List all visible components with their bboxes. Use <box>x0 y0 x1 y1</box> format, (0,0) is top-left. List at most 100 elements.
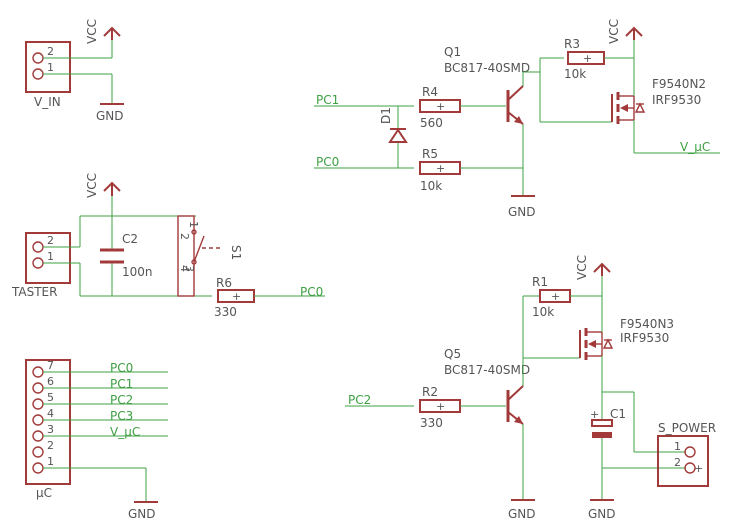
r1-value: 10k <box>532 305 554 319</box>
resistor-r2: + R2 330 <box>419 385 461 430</box>
uc-net-pc3: PC3 <box>110 409 133 423</box>
taster-label: TASTER <box>11 285 57 299</box>
r3-value: 10k <box>564 67 586 81</box>
r6-value: 330 <box>214 305 237 319</box>
gnd-label: GND <box>588 507 616 521</box>
uc-net-pc0: PC0 <box>110 361 133 375</box>
v-in-label: V_IN <box>34 95 61 109</box>
s1-label: S1 <box>229 245 243 260</box>
r5-value: 10k <box>420 179 442 193</box>
gnd-label: GND <box>508 507 536 521</box>
gnd-symbol: GND <box>96 103 124 123</box>
q5-type: BC817-40SMD <box>444 363 530 377</box>
resistor-r3: + R3 10k <box>564 37 605 81</box>
vcc-label: VCC <box>607 19 621 44</box>
uc-net-v-uc: V_µC <box>110 425 140 439</box>
uc-pin-3: 3 <box>47 423 54 436</box>
mosfet-top-label: F9540N2 <box>652 77 706 91</box>
uc-pin-6: 6 <box>47 375 54 388</box>
r4-label: R4 <box>422 85 438 99</box>
r4-value: 560 <box>420 116 443 130</box>
vcc-symbol: VCC <box>85 19 121 44</box>
d1-label: D1 <box>379 107 393 124</box>
r6-label: R6 <box>216 276 232 290</box>
vcc-symbol: VCC <box>607 19 643 44</box>
uc-pin-4: 4 <box>47 407 54 420</box>
r2-label: R2 <box>422 385 438 399</box>
resistor-r4: + R4 560 <box>419 85 461 130</box>
capacitor-c1: + C1 <box>590 407 626 438</box>
taster-pin-2: 2 <box>47 234 54 247</box>
gnd-symbol: GND <box>508 195 536 219</box>
mosfet-f9540n2: F9540N2 IRF9530 <box>611 77 706 124</box>
r1-plus: + <box>551 290 560 303</box>
taster-connector: 2 1 TASTER <box>11 232 71 299</box>
uc-net-pc1: PC1 <box>110 377 133 391</box>
transistor-q5: Q5 BC817-40SMD <box>444 347 530 425</box>
q1-type: BC817-40SMD <box>444 61 530 75</box>
s-power-plus: + <box>694 462 703 475</box>
gnd-label: GND <box>96 109 124 123</box>
s1-pin-1: 1 <box>187 221 200 228</box>
r5-label: R5 <box>422 147 438 161</box>
c1-label: C1 <box>610 407 626 421</box>
uc-pin-5: 5 <box>47 391 54 404</box>
s-power-pin-2: 2 <box>674 456 681 469</box>
s1-pin-2: 2 <box>178 233 191 240</box>
s1-pin-3: 3 <box>183 265 196 272</box>
gnd-label: GND <box>128 507 156 521</box>
uc-net-pc2: PC2 <box>110 393 133 407</box>
s-power-connector: 1 2 + S_POWER <box>657 421 716 487</box>
net-label-v-uc: V_µC <box>680 140 710 154</box>
uc-connector: 7 6 5 4 3 2 1 µC <box>25 359 71 500</box>
r3-label: R3 <box>564 37 580 51</box>
q1-label: Q1 <box>444 45 461 59</box>
mosfet-bot-type: IRF9530 <box>620 331 669 345</box>
capacitor-c2: C2 100n <box>100 232 153 279</box>
gnd-symbol: GND <box>508 499 536 521</box>
r2-plus: + <box>436 400 445 413</box>
vcc-symbol: VCC <box>575 255 611 280</box>
v-in-connector: 2 1 V_IN <box>25 41 71 109</box>
uc-pin-2: 2 <box>47 439 54 452</box>
uc-pin-1: 1 <box>47 455 54 468</box>
s1-pin-4: 4 <box>178 265 191 272</box>
c2-label: C2 <box>122 232 138 246</box>
vcc-label: VCC <box>575 255 589 280</box>
r2-value: 330 <box>420 416 443 430</box>
net-label-pc0: PC0 <box>300 285 323 299</box>
r6-plus: + <box>232 290 241 303</box>
net-label-pc2: PC2 <box>348 393 371 407</box>
r3-plus: + <box>583 52 592 65</box>
resistor-r6: + R6 330 <box>214 276 255 319</box>
c1-plus: + <box>590 408 599 421</box>
transistor-q1: Q1 BC817-40SMD <box>444 45 530 125</box>
net-label-pc0: PC0 <box>316 155 339 169</box>
c2-value: 100n <box>122 265 153 279</box>
resistor-r1: + R1 10k <box>532 275 571 319</box>
diode-d1: D1 <box>379 106 408 168</box>
uc-pin-7: 7 <box>47 359 54 372</box>
mosfet-top-type: IRF9530 <box>652 93 701 107</box>
switch-s1: 2 4 3 1 S1 <box>177 215 243 297</box>
r1-label: R1 <box>532 275 548 289</box>
gnd-label: GND <box>508 205 536 219</box>
uc-label: µC <box>36 486 52 500</box>
r4-plus: + <box>436 100 445 113</box>
gnd-symbol: GND <box>128 501 158 521</box>
taster-pin-1: 1 <box>47 250 54 263</box>
s-power-label: S_POWER <box>658 421 716 435</box>
v-in-pin-2: 2 <box>47 45 54 58</box>
gnd-symbol: GND <box>588 499 616 521</box>
s-power-pin-1: 1 <box>674 440 681 453</box>
v-in-pin-1: 1 <box>47 61 54 74</box>
resistor-r5: + R5 10k <box>419 147 461 193</box>
vcc-symbol: VCC <box>85 173 121 198</box>
vcc-label: VCC <box>85 173 99 198</box>
mosfet-f9540n3: F9540N3 IRF9530 <box>579 317 674 360</box>
r5-plus: + <box>436 162 445 175</box>
q5-label: Q5 <box>444 347 461 361</box>
mosfet-bot-label: F9540N3 <box>620 317 674 331</box>
net-label-pc1: PC1 <box>316 93 339 107</box>
